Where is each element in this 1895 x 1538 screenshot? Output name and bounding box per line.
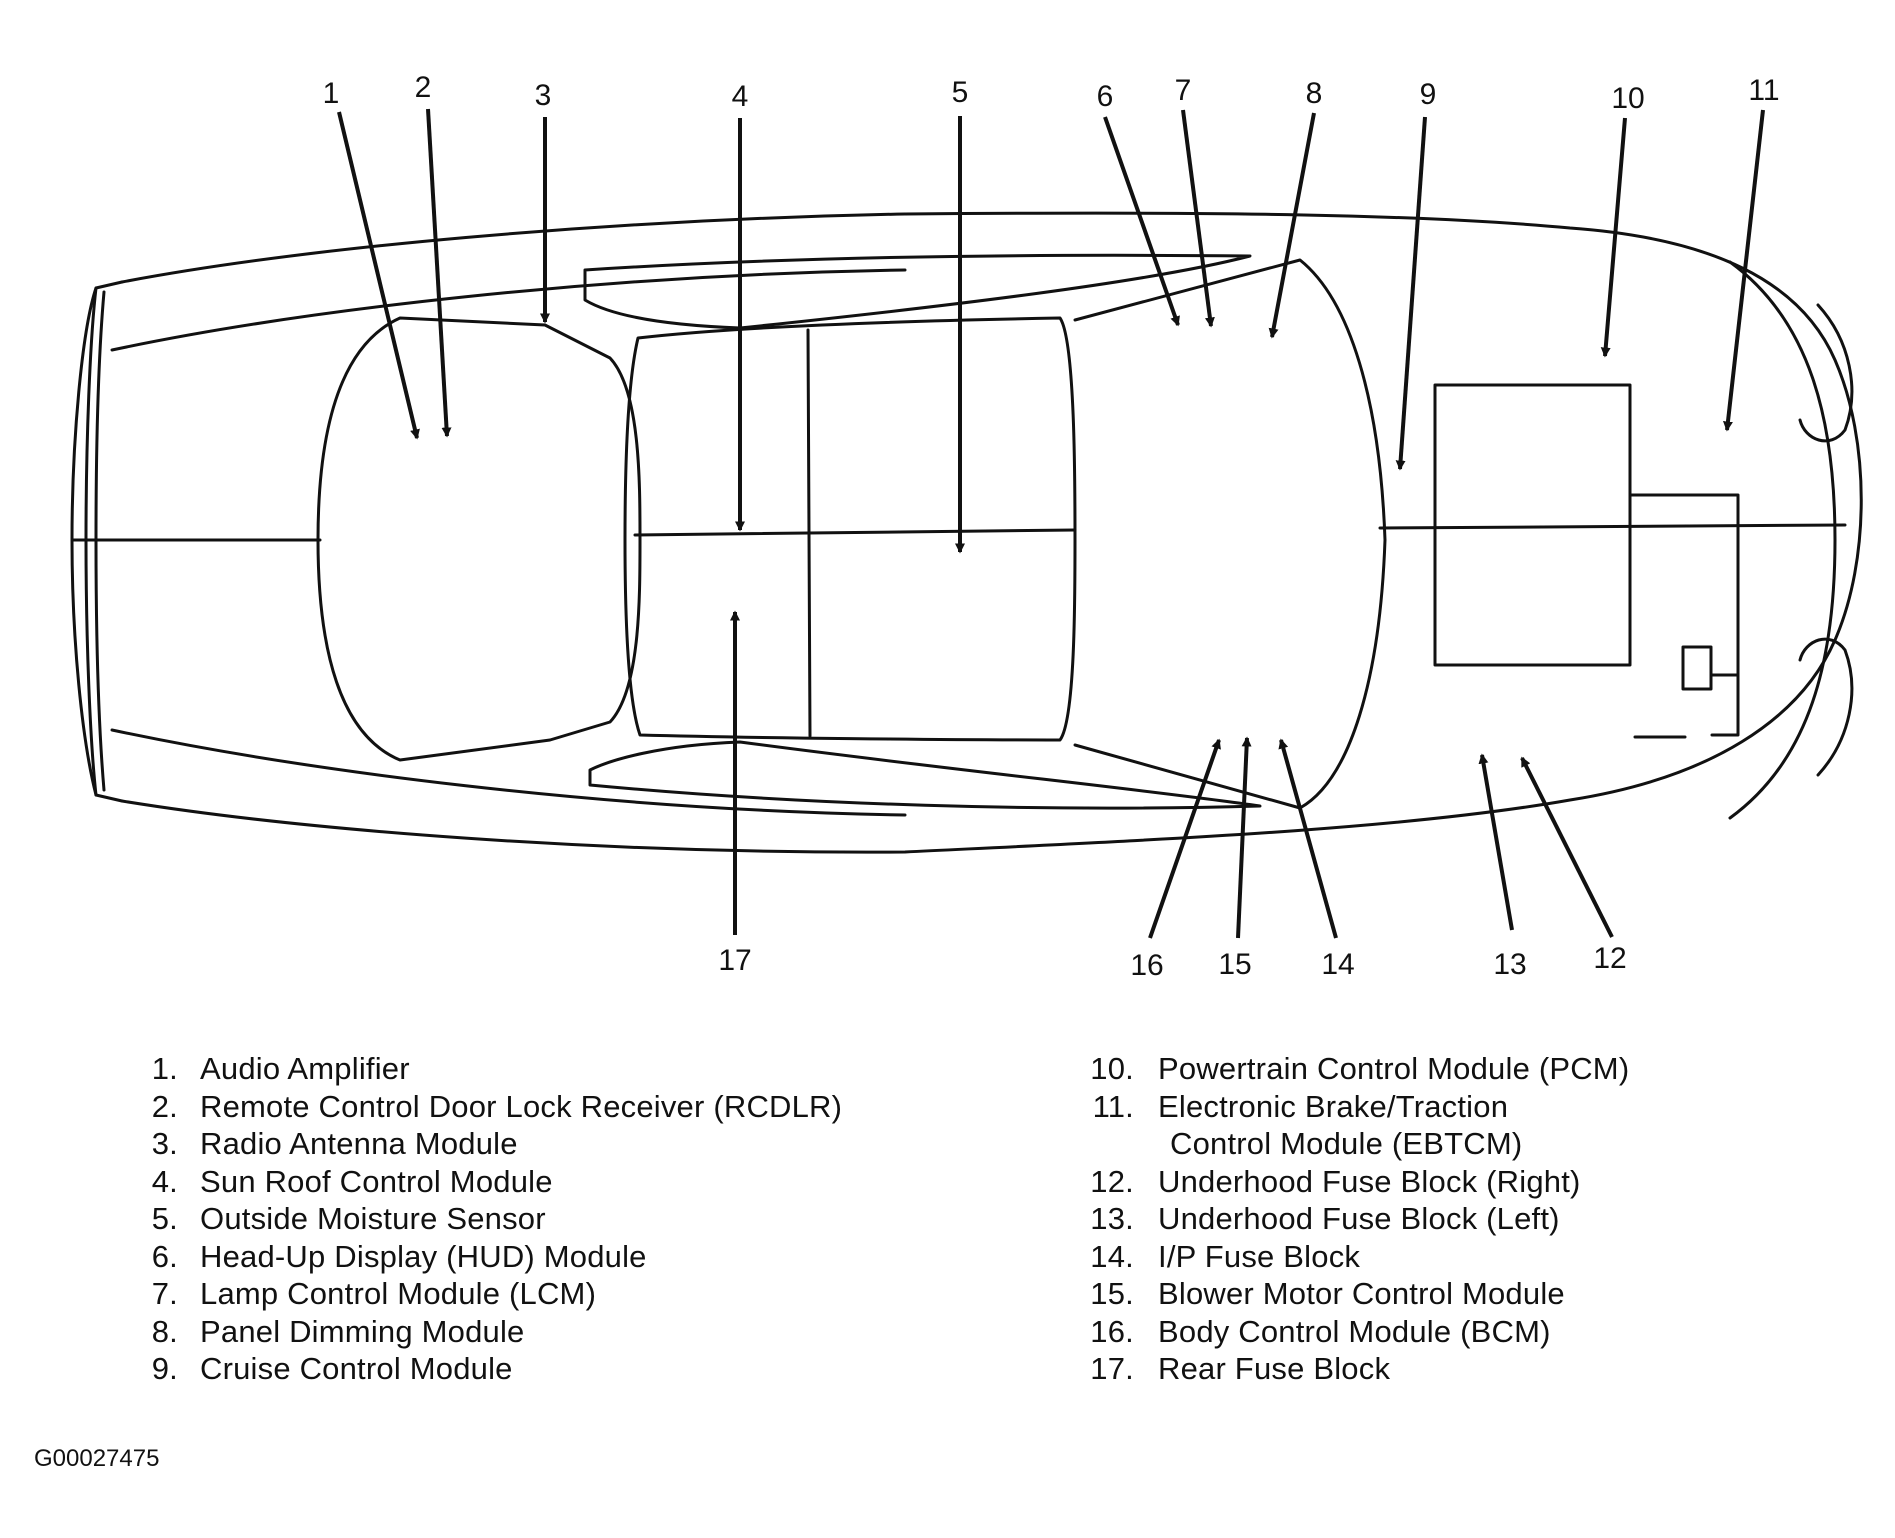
callout-9: 9 (1420, 78, 1437, 111)
callout-6: 6 (1097, 80, 1114, 113)
arrow-1 (337, 111, 420, 440)
callout-13: 13 (1493, 948, 1526, 981)
legend-label: Body Control Module (BCM) (1158, 1313, 1551, 1349)
arrow-14 (1278, 738, 1338, 939)
callout-17: 17 (718, 944, 751, 977)
legend-label: Cruise Control Module (200, 1351, 513, 1386)
arrow-6 (1103, 116, 1180, 327)
legend-label-continuation: Control Module (EBTCM) (1170, 1126, 1523, 1161)
legend-number: 13. (1090, 1201, 1134, 1236)
arrow-7 (1181, 109, 1215, 328)
callout-4: 4 (732, 80, 749, 113)
arrow-13 (1478, 753, 1514, 931)
arrow-8 (1268, 112, 1316, 339)
legend-number: 15. (1090, 1276, 1134, 1311)
legend-number: 5. (151, 1201, 178, 1236)
legend-label: Electronic Brake/Traction (1158, 1088, 1509, 1124)
legend-label: Audio Amplifier (200, 1051, 410, 1086)
callout-11: 11 (1748, 74, 1779, 107)
callout-2: 2 (415, 71, 432, 104)
legend-number: 3. (151, 1126, 178, 1161)
legend-number: 7. (151, 1276, 178, 1311)
callout-16: 16 (1130, 949, 1163, 982)
legend-label: Panel Dimming Module (200, 1313, 525, 1349)
arrow-11 (1722, 109, 1765, 432)
car-body (70, 211, 1863, 854)
legend-label: Lamp Control Module (LCM) (200, 1276, 597, 1311)
callout-8: 8 (1306, 77, 1323, 110)
callout-numbers: 1 2 3 4 5 6 7 8 9 10 11 12 13 14 15 16 1… (323, 71, 1780, 982)
callout-1: 1 (323, 77, 340, 110)
callout-3: 3 (535, 79, 552, 112)
legend-number: 1. (151, 1051, 178, 1086)
legend-number: 12. (1090, 1163, 1134, 1199)
legend-number: 9. (151, 1351, 178, 1386)
legend-number: 10. (1090, 1051, 1134, 1086)
legend-label: Outside Moisture Sensor (200, 1201, 546, 1236)
legend-label: Underhood Fuse Block (Right) (1158, 1163, 1581, 1199)
callout-10: 10 (1611, 82, 1644, 115)
legend-number: 8. (151, 1313, 178, 1349)
legend-label: I/P Fuse Block (1158, 1238, 1361, 1274)
legend-label: Sun Roof Control Module (200, 1163, 553, 1199)
legend-number: 11. (1092, 1088, 1134, 1124)
legend-label: Underhood Fuse Block (Left) (1158, 1201, 1560, 1236)
callout-arrows (337, 108, 1765, 939)
arrow-12 (1520, 756, 1614, 938)
legend-label: Radio Antenna Module (200, 1126, 518, 1161)
legend-label: Blower Motor Control Module (1158, 1276, 1565, 1311)
legend-number: 4. (151, 1163, 178, 1199)
legend-number: 2. (151, 1088, 178, 1124)
callout-12: 12 (1593, 942, 1626, 975)
legend-label: Head-Up Display (HUD) Module (200, 1238, 647, 1274)
legend-label: Rear Fuse Block (1158, 1351, 1391, 1386)
legend-number: 16. (1090, 1313, 1134, 1349)
legend-number: 17. (1090, 1351, 1134, 1386)
callout-5: 5 (952, 76, 969, 109)
legend-number: 14. (1090, 1238, 1134, 1274)
arrow-15 (1236, 736, 1252, 939)
arrow-16 (1148, 738, 1221, 939)
arrow-9 (1395, 116, 1427, 471)
figure-id: G00027475 (34, 1445, 160, 1472)
callout-14: 14 (1321, 948, 1354, 981)
arrow-2 (426, 108, 452, 438)
arrow-10 (1600, 117, 1627, 358)
legend-number: 6. (151, 1238, 178, 1274)
callout-7: 7 (1175, 74, 1192, 107)
legend-label: Remote Control Door Lock Receiver (RCDLR… (200, 1088, 843, 1124)
legend-label: Powertrain Control Module (PCM) (1158, 1051, 1630, 1086)
callout-15: 15 (1218, 948, 1251, 981)
